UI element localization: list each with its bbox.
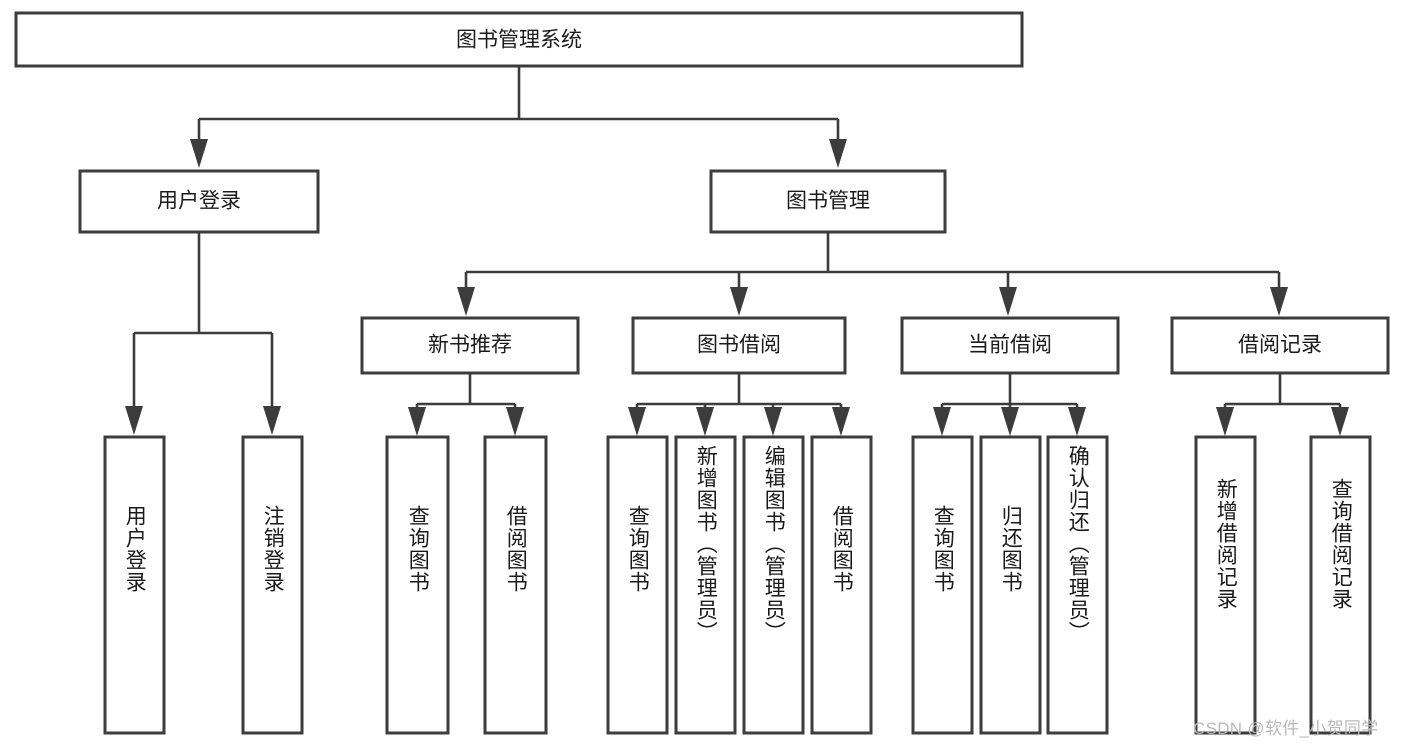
connector-userlogin-to-leaves <box>125 232 281 435</box>
leaf-bb-borrow-book[interactable] <box>810 435 873 735</box>
leaf-cb-query-book[interactable] <box>911 435 974 735</box>
connector-root-to-level2 <box>190 66 847 168</box>
connector-borrowrecord-to-leaves <box>1216 373 1349 436</box>
leaf-br-add-record[interactable] <box>1194 435 1257 735</box>
node-current-borrow-label: 当前借阅 <box>968 334 1052 357</box>
leaf-bb-query-book[interactable] <box>606 435 669 735</box>
node-book-manage[interactable]: 图书管理 <box>709 169 947 234</box>
node-root-label: 图书管理系统 <box>456 29 582 52</box>
leaf-user-login[interactable] <box>103 435 166 735</box>
leaf-bb-add-book[interactable] <box>674 435 737 735</box>
node-new-book-recommend-label: 新书推荐 <box>428 334 512 357</box>
node-root[interactable]: 图书管理系统 <box>14 11 1024 68</box>
node-book-manage-label: 图书管理 <box>786 190 870 213</box>
connector-bookmanage-to-level3 <box>457 232 1288 316</box>
leaf-nb-borrow-book[interactable] <box>483 435 548 735</box>
node-user-login[interactable]: 用户登录 <box>78 169 320 234</box>
connector-bookborrow-to-leaves <box>628 373 850 436</box>
leaf-nb-query-book[interactable] <box>385 435 450 735</box>
node-book-borrow-label: 图书借阅 <box>697 334 781 357</box>
leaf-logout[interactable] <box>241 435 304 735</box>
leaf-bb-edit-book[interactable] <box>742 435 805 735</box>
node-user-login-label: 用户登录 <box>157 190 241 213</box>
csdn-watermark: CSDN @软件_小贺同学 <box>1193 719 1379 738</box>
connector-currentborrow-to-leaves <box>933 373 1086 436</box>
node-book-borrow[interactable]: 图书借阅 <box>631 316 847 375</box>
node-borrow-record[interactable]: 借阅记录 <box>1170 316 1390 375</box>
connector-newbook-to-leaves <box>408 373 524 436</box>
node-new-book-recommend[interactable]: 新书推荐 <box>360 316 580 375</box>
node-current-borrow[interactable]: 当前借阅 <box>900 316 1120 375</box>
leaf-cb-return-book[interactable] <box>979 435 1042 735</box>
node-borrow-record-label: 借阅记录 <box>1238 334 1322 357</box>
leaf-cb-confirm-return[interactable] <box>1046 435 1109 735</box>
leaf-br-query-record[interactable] <box>1309 435 1372 735</box>
